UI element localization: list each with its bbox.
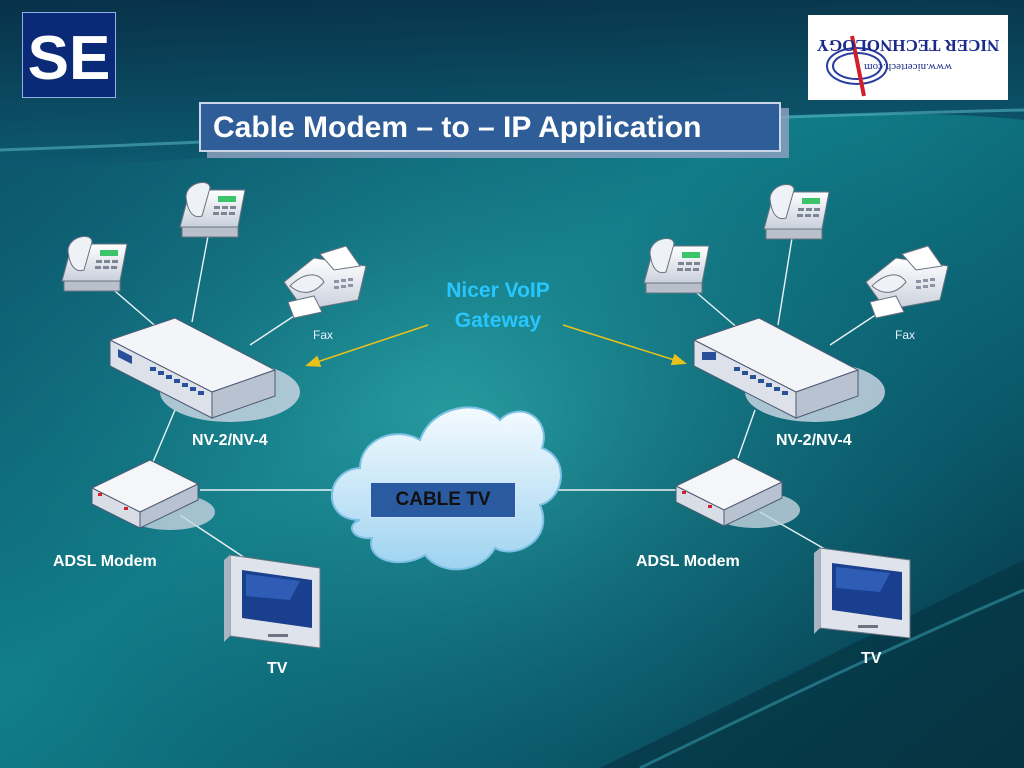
modem-label-right: ADSL Modem: [636, 553, 740, 570]
connection-lines: [107, 235, 881, 561]
voip-gateway-left: [108, 317, 300, 422]
phone-icon: [179, 182, 246, 238]
fax-icon: [865, 245, 949, 319]
tv-right: [814, 547, 911, 639]
phone-icon: [763, 184, 830, 240]
adsl-modem-left: [90, 459, 215, 530]
slide-title: Cable Modem – to – IP Application: [213, 111, 702, 144]
gateway-model-left: NV-2/NV-4: [192, 432, 268, 449]
company-logo-right: NICER TECHNOLOGY www.nicertech.com: [808, 15, 1008, 100]
phone-icon: [643, 238, 710, 294]
gateway-model-right: NV-2/NV-4: [776, 432, 852, 449]
logo-left-icon: SE: [28, 24, 111, 93]
tv-label-right: TV: [861, 650, 882, 667]
gateway-label-line2: Gateway: [454, 309, 542, 332]
tv-left: [224, 554, 321, 649]
fax-label-left: Fax: [313, 328, 334, 342]
fax-label-right: Fax: [895, 328, 916, 342]
phone-icon: [61, 236, 128, 292]
slide-title-box: Cable Modem – to – IP Application: [199, 102, 781, 152]
adsl-modem-right: [674, 457, 800, 528]
logo-swirl-icon: [826, 35, 888, 97]
arrow-left-gateway: [305, 324, 429, 367]
cable-tv-label: CABLE TV: [395, 489, 491, 510]
modem-label-left: ADSL Modem: [53, 553, 157, 570]
fax-icon: [283, 245, 367, 319]
arrow-right-gateway: [562, 324, 687, 366]
voip-gateway-right: [692, 317, 885, 422]
tv-label-left: TV: [267, 660, 288, 677]
gateway-label-line1: Nicer VoIP: [446, 279, 550, 302]
company-logo-left: SE: [22, 12, 116, 98]
gateway-label: Nicer VoIP Gateway: [418, 276, 578, 336]
cable-tv-label-box: CABLE TV: [370, 482, 516, 518]
svg-text:SE: SE: [28, 24, 111, 93]
